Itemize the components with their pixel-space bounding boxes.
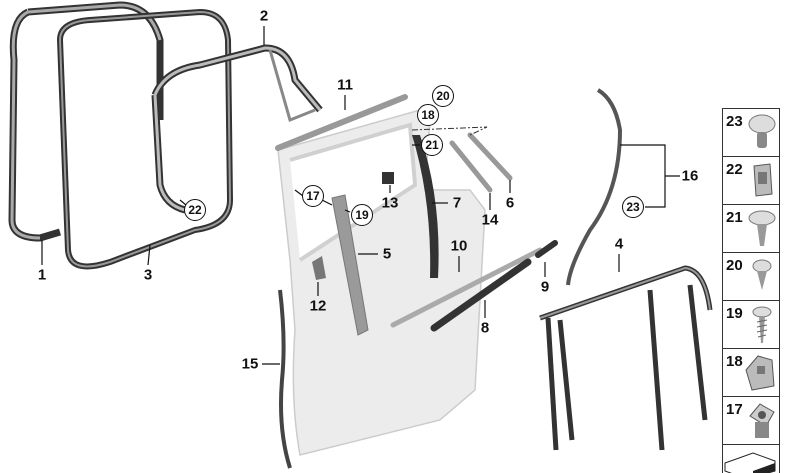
callout-15: 15 xyxy=(241,355,259,373)
part-15-seal xyxy=(278,289,292,469)
callout-14: 14 xyxy=(481,211,499,229)
part-1-door-seal xyxy=(8,1,164,242)
leader-lines xyxy=(41,26,680,365)
part-9-seal xyxy=(535,240,558,258)
bracket-clip-icon xyxy=(745,355,775,391)
sidebar-number: 17 xyxy=(726,401,743,418)
sidebar-number: 21 xyxy=(726,209,743,226)
part-10-trim-strip xyxy=(390,247,543,328)
callout-9: 9 xyxy=(540,278,550,296)
callout-11: 11 xyxy=(337,76,353,94)
clip-rivet-icon xyxy=(748,114,776,148)
sidebar-item-18: 18 xyxy=(722,348,780,396)
clip-nut-icon xyxy=(749,403,775,438)
sidebar-number: 19 xyxy=(726,305,743,322)
sidebar-item-23: 23 xyxy=(722,108,780,156)
callout-20: 20 xyxy=(432,85,454,107)
part-13-pad xyxy=(382,172,394,184)
torx-screw-short-icon xyxy=(752,259,772,290)
callout-17: 17 xyxy=(302,185,324,207)
part-14-strip xyxy=(449,140,493,193)
callout-4: 4 xyxy=(614,235,624,253)
expanding-rivet-icon xyxy=(748,210,776,246)
sidebar-item-21: 21 xyxy=(722,204,780,252)
sidebar-number: 23 xyxy=(726,113,743,130)
callout-19: 19 xyxy=(351,204,373,226)
tapping-screw-icon xyxy=(752,306,772,343)
callout-6: 6 xyxy=(505,194,515,212)
sidebar-item-22: 22 xyxy=(722,156,780,204)
sidebar-number: 18 xyxy=(726,353,743,370)
callout-2: 2 xyxy=(259,7,269,25)
part-7-channel xyxy=(412,135,439,278)
callout-10: 10 xyxy=(450,237,468,255)
callout-21: 21 xyxy=(421,134,443,156)
callout-1: 1 xyxy=(37,266,47,284)
callout-18: 18 xyxy=(417,104,439,126)
sidebar-item-kit xyxy=(722,444,780,473)
part-16-seal xyxy=(566,88,623,286)
part-11-trim xyxy=(275,94,408,151)
sidebar-item-17: 17 xyxy=(722,396,780,444)
small-parts-kit-icon xyxy=(724,452,776,473)
spring-nut-icon xyxy=(753,163,773,197)
part-4-window-frame xyxy=(539,265,713,451)
callout-7: 7 xyxy=(452,194,462,212)
fastener-sidebar: 23 22 21 20 19 18 17 xyxy=(722,108,780,473)
callout-13: 13 xyxy=(381,194,399,212)
callout-16: 16 xyxy=(681,167,699,185)
sidebar-item-20: 20 xyxy=(722,252,780,300)
callout-23: 23 xyxy=(622,196,644,218)
sidebar-item-19: 19 xyxy=(722,300,780,348)
callout-3: 3 xyxy=(143,266,153,284)
sidebar-number: 22 xyxy=(726,161,743,178)
callout-8: 8 xyxy=(480,319,490,337)
part-6-strip xyxy=(467,132,513,181)
part-5-cover xyxy=(331,194,369,336)
callout-22: 22 xyxy=(184,199,206,221)
callout-12: 12 xyxy=(309,297,327,315)
sidebar-number: 20 xyxy=(726,257,743,274)
part-12-bracket xyxy=(312,256,326,280)
part-8-seal-strip xyxy=(430,258,532,332)
callout-5: 5 xyxy=(382,245,392,263)
